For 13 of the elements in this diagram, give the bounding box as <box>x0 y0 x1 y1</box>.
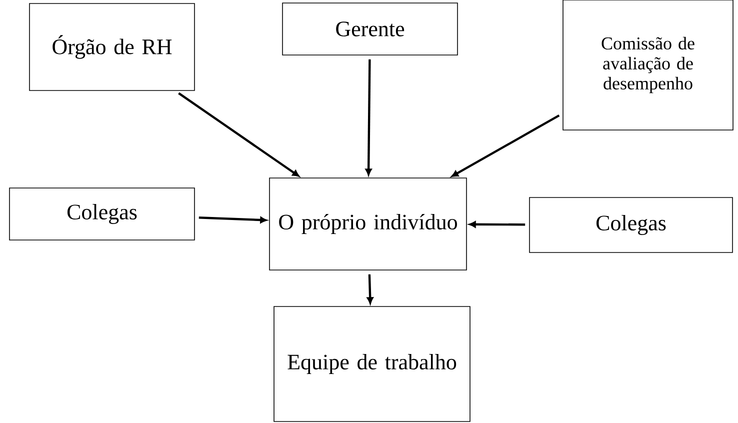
arrow <box>452 114 560 177</box>
process-box: Colegas <box>9 188 195 240</box>
arrow <box>365 59 372 176</box>
process-box: O próprio indivíduo <box>269 178 467 270</box>
process-box: Gerente <box>282 2 458 56</box>
arrow <box>366 274 374 304</box>
arrow <box>178 92 300 177</box>
process-box: Equipe de trabalho <box>274 306 470 422</box>
arrow <box>198 216 267 224</box>
arrow <box>469 221 526 228</box>
process-box: Órgão de RH <box>29 3 195 91</box>
process-box: Colegas <box>529 197 733 253</box>
process-box: Comissão de avaliação de desempenho <box>562 0 734 130</box>
